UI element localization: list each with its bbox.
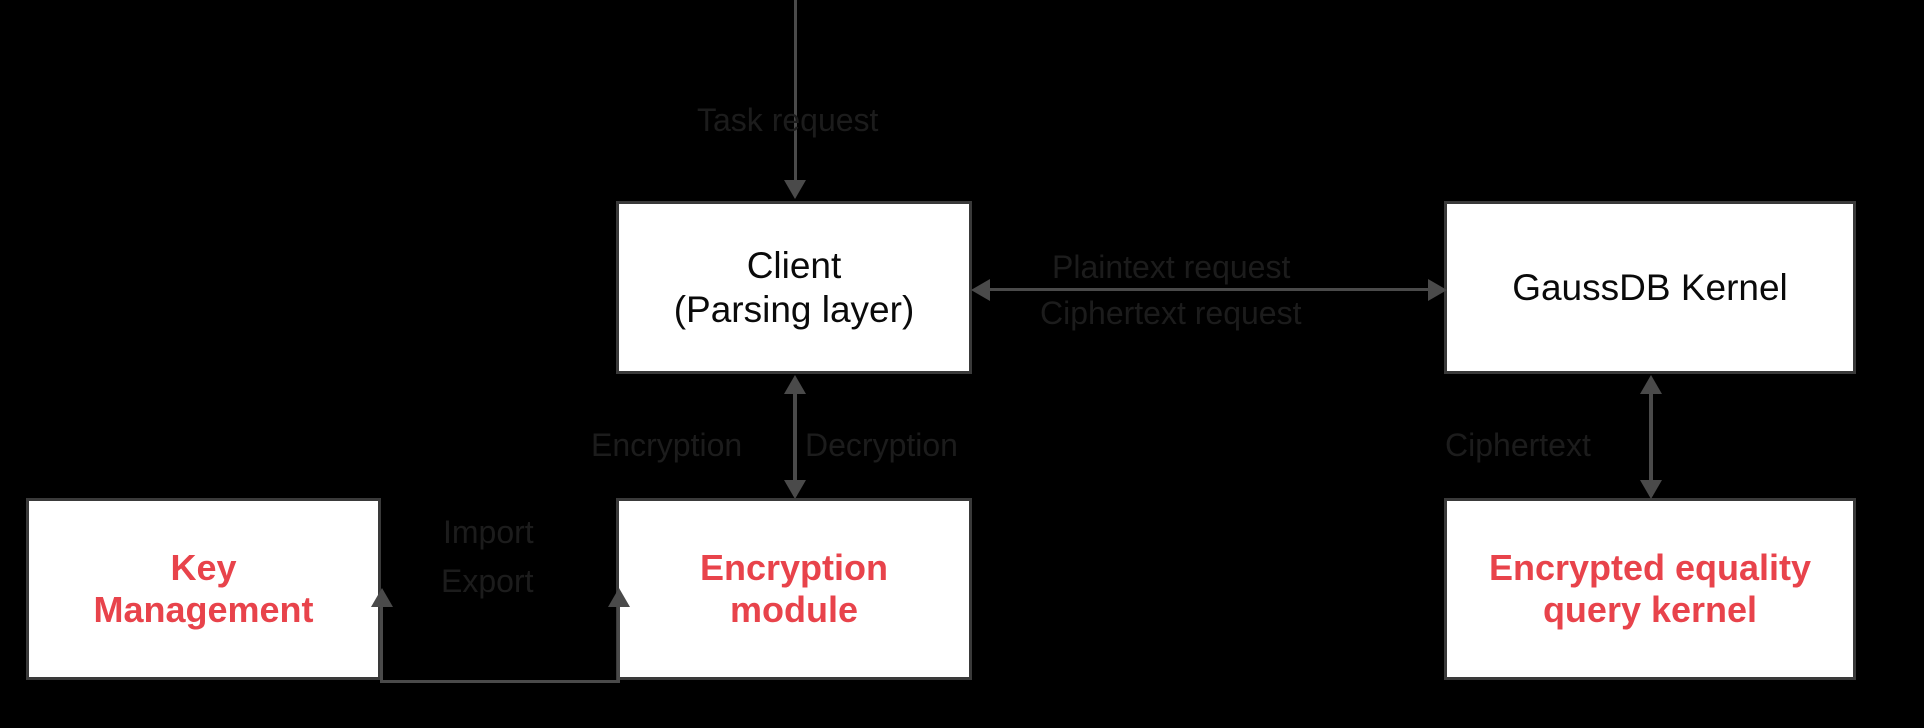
- node-gaussdb-kernel-label: GaussDB Kernel: [1512, 266, 1788, 308]
- edge-encryption-arrowhead-up: [784, 375, 806, 394]
- edge-label-ciphertext-request: Ciphertext request: [1040, 295, 1302, 331]
- edge-import-export-bottom-line: [380, 680, 620, 683]
- edge-label-import: Import: [443, 514, 534, 550]
- edge-decryption-arrowhead-down: [784, 480, 806, 499]
- node-encryption-module-label: Encryption module: [699, 546, 888, 630]
- edge-task-request-line: [794, 0, 797, 180]
- edge-label-task-request: Task request: [697, 102, 879, 138]
- edge-task-request-arrowhead: [784, 180, 806, 199]
- node-client[interactable]: Client (Parsing layer): [616, 201, 972, 374]
- node-key-management[interactable]: Key Management: [26, 498, 381, 680]
- node-key-management-label: Key Management: [93, 546, 314, 630]
- edge-plaintext-arrowhead-left: [971, 279, 990, 301]
- edge-label-ciphertext: Ciphertext: [1445, 427, 1591, 463]
- edge-import-export-left-line: [380, 605, 383, 683]
- edge-label-encryption: Encryption: [591, 427, 743, 463]
- edge-label-decryption: Decryption: [805, 427, 958, 463]
- node-encryption-module[interactable]: Encryption module: [616, 498, 972, 680]
- edge-export-arrowhead-right: [608, 588, 630, 607]
- edge-ciphertext-arrowhead-right: [1428, 279, 1447, 301]
- node-encrypted-equality-query-kernel[interactable]: Encrypted equality query kernel: [1444, 498, 1856, 680]
- edge-ciphertext-arrowhead-down: [1640, 480, 1662, 499]
- edge-ciphertext-line: [1649, 393, 1653, 496]
- edge-import-arrowhead-left: [371, 588, 393, 607]
- edge-import-export-right-line: [617, 605, 620, 683]
- edge-label-plaintext-request: Plaintext request: [1052, 249, 1291, 285]
- edge-encryption-decryption-line: [793, 393, 797, 496]
- edge-ciphertext-arrowhead-up: [1640, 375, 1662, 394]
- edge-plaintext-ciphertext-line: [988, 288, 1428, 291]
- node-gaussdb-kernel[interactable]: GaussDB Kernel: [1444, 201, 1856, 374]
- edge-label-export: Export: [441, 563, 534, 599]
- node-client-label: Client (Parsing layer): [673, 244, 915, 330]
- node-encrypted-equality-query-kernel-label: Encrypted equality query kernel: [1488, 546, 1812, 630]
